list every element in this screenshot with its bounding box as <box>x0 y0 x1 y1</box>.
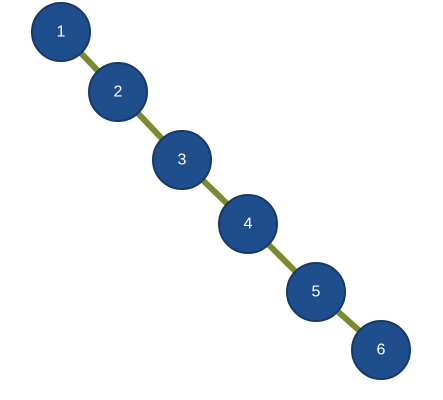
node-label: 1 <box>57 24 66 41</box>
node-circle <box>218 194 278 254</box>
node-circle <box>31 2 91 62</box>
node-circle <box>88 62 148 122</box>
node-2: 2 <box>88 62 148 122</box>
node-4: 4 <box>218 194 278 254</box>
nodes-layer: 1 2 3 4 5 6 <box>31 2 411 380</box>
node-label: 5 <box>312 284 321 301</box>
node-label: 6 <box>377 342 386 359</box>
node-circle <box>351 320 411 380</box>
node-circle <box>286 262 346 322</box>
node-label: 2 <box>114 84 123 101</box>
node-circle <box>152 130 212 190</box>
node-3: 3 <box>152 130 212 190</box>
node-label: 4 <box>244 216 253 233</box>
node-1: 1 <box>31 2 91 62</box>
node-5: 5 <box>286 262 346 322</box>
node-label: 3 <box>178 152 187 169</box>
node-6: 6 <box>351 320 411 380</box>
